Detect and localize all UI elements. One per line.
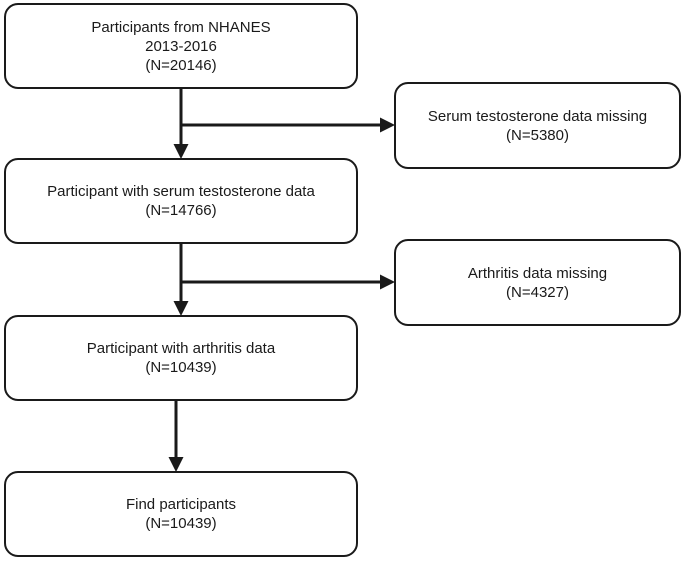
node-final-count: (N=10439) bbox=[145, 515, 217, 532]
node-final: Find participants (N=10439) bbox=[4, 471, 358, 557]
node-start-line2: 2013-2016 bbox=[145, 37, 217, 55]
node-exclude-serum-count: (N=5380) bbox=[506, 126, 569, 144]
node-exclude-arthritis-count: (N=4327) bbox=[506, 283, 569, 301]
node-start-count: (N=20146) bbox=[145, 56, 217, 74]
node-start-line1: Participants from NHANES bbox=[91, 18, 271, 36]
node-start: Participants from NHANES 2013-2016 (N=20… bbox=[4, 3, 358, 89]
node-arthritis: Participant with arthritis data (N=10439… bbox=[4, 315, 358, 401]
node-exclude-arthritis-line1: Arthritis data missing bbox=[467, 264, 608, 282]
node-serum-line1: Participant with serum testosterone data bbox=[47, 183, 315, 200]
node-exclude-arthritis: Arthritis data missing (N=4327) bbox=[394, 239, 681, 326]
node-serum-count: (N=14766) bbox=[145, 202, 217, 219]
node-serum: Participant with serum testosterone data… bbox=[4, 158, 358, 244]
node-arthritis-line1: Participant with arthritis data bbox=[86, 340, 276, 357]
node-exclude-serum-line1: Serum testosterone data missing bbox=[427, 107, 648, 125]
node-final-line1: Find participants bbox=[125, 496, 237, 513]
node-arthritis-count: (N=10439) bbox=[145, 359, 217, 376]
node-exclude-serum: Serum testosterone data missing (N=5380) bbox=[394, 82, 681, 169]
